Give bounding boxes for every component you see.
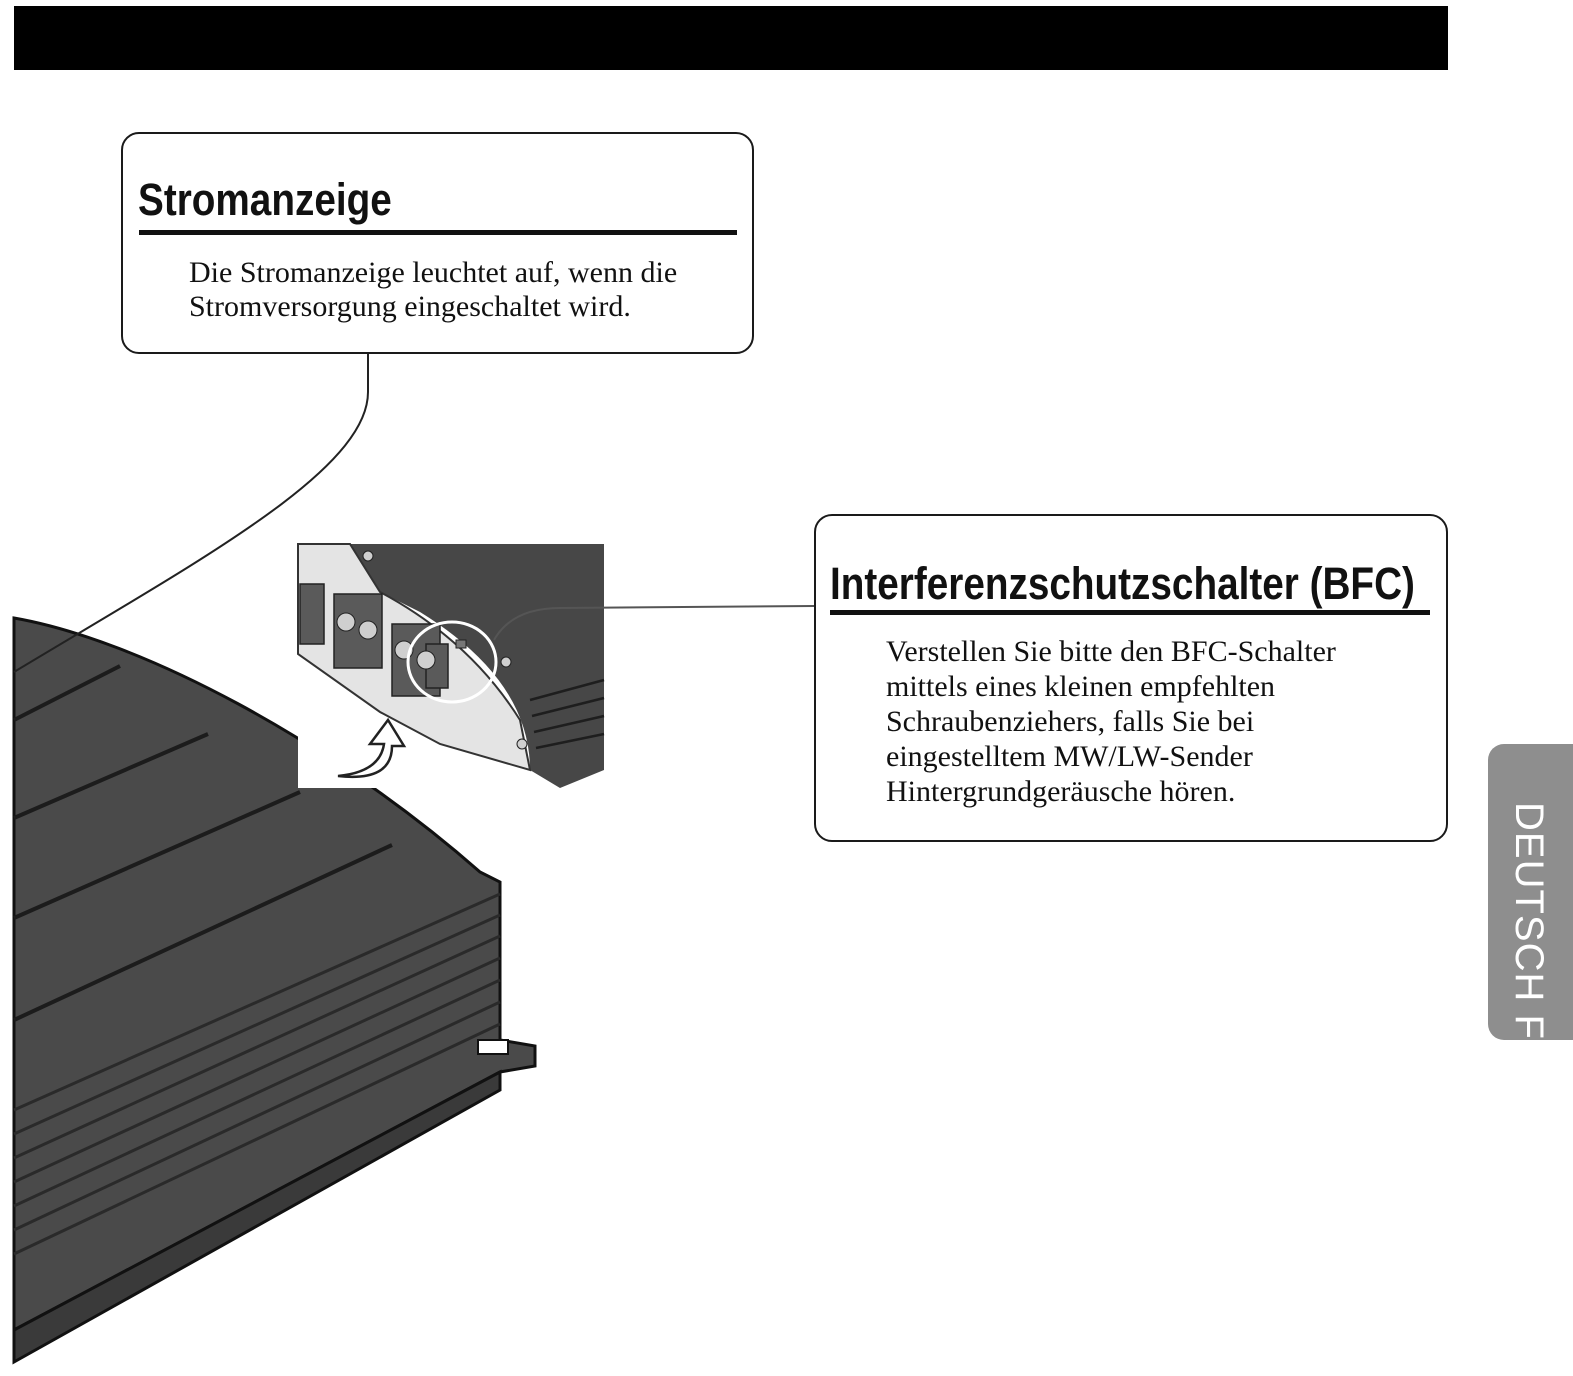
callout-title: Stromanzeige: [138, 174, 392, 225]
callout-text: Die Stromanzeige leuchtet auf, wenn die …: [189, 256, 749, 324]
leader-line-power: [13, 354, 369, 673]
text-line: Stromversorgung eingeschaltet wird.: [189, 290, 631, 323]
title-rule: [830, 610, 1430, 615]
title-rule: [139, 230, 737, 235]
text-line: eingestelltem MW/LW-Sender: [886, 740, 1253, 773]
callout-bfc-switch: Interferenzschutzschalter (BFC) Verstell…: [814, 514, 1448, 842]
text-line: Hintergrundgeräusche hören.: [886, 775, 1236, 808]
callout-text: Verstellen Sie bitte den BFC-Schalter mi…: [886, 634, 1426, 809]
callout-power-indicator: Stromanzeige Die Stromanzeige leuchtet a…: [121, 132, 754, 354]
language-tab[interactable]: DEUTSCH FR: [1488, 744, 1573, 1040]
text-line: Verstellen Sie bitte den BFC-Schalter: [886, 635, 1336, 668]
language-tab-label: DEUTSCH FR: [1507, 802, 1551, 1040]
curved-arrow-icon: [337, 717, 407, 779]
header-bar: [14, 6, 1448, 70]
callout-title: Interferenzschutzschalter (BFC): [830, 558, 1415, 609]
detail-inset: [297, 543, 605, 788]
text-line: Die Stromanzeige leuchtet auf, wenn die: [189, 256, 678, 289]
amplifier-body: [12, 616, 537, 1365]
leader-line-bfc: [493, 605, 815, 641]
text-line: mittels eines kleinen empfehlten: [886, 670, 1276, 703]
text-line: Schraubenziehers, falls Sie bei: [886, 705, 1255, 738]
